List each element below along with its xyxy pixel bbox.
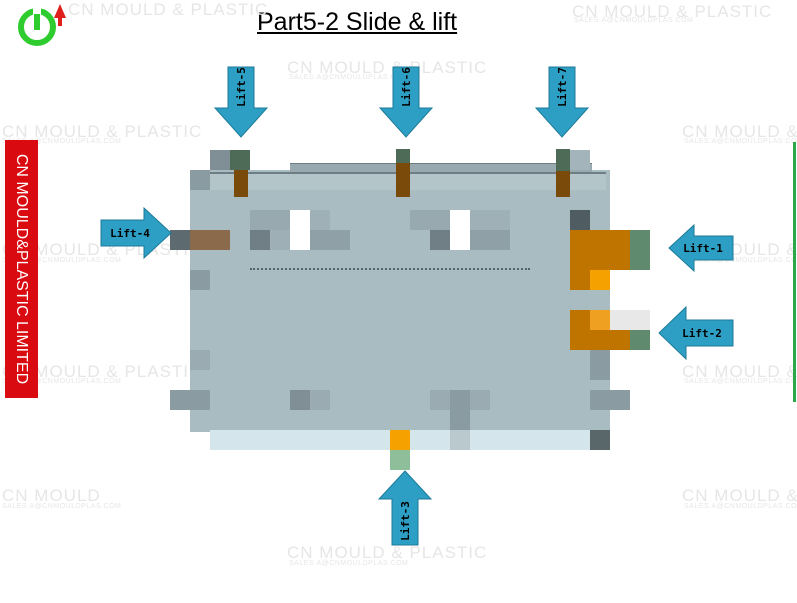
watermark-brand: CN MOULD & PLASTIC	[682, 362, 797, 381]
part-detail	[450, 210, 470, 230]
lifter-5-body	[234, 170, 248, 197]
lifter-2-accent	[590, 310, 610, 330]
watermark-brand: CN MOULD & PLASTIC	[287, 58, 488, 77]
company-sidebar-banner	[5, 140, 38, 398]
lifter-4-head	[170, 230, 190, 250]
watermark-brand: CN MOULD & PLASTIC	[68, 0, 269, 19]
lift-3-label: Lift-3	[399, 501, 412, 541]
part-detail	[310, 210, 330, 230]
watermark-brand: CN MOULD & PLASTIC	[682, 486, 797, 505]
lift-5-label: Lift-5	[235, 67, 248, 107]
lift-7-label: Lift-7	[556, 67, 569, 107]
part-edge-block	[190, 270, 210, 290]
lift-4-label: Lift-4	[110, 227, 150, 240]
lift-1-label: Lift-1	[683, 242, 723, 255]
lifter-4-body	[190, 230, 230, 250]
watermark-email: SALES.A@CNMOULDPLAS.COM	[289, 74, 409, 81]
lifter-1-leg	[570, 270, 590, 290]
part-bottom-detail	[450, 430, 470, 450]
watermark-brand: CN MOULD & PLASTIC	[682, 122, 797, 141]
part-top-rim	[290, 163, 592, 173]
lifter-2-body	[570, 330, 630, 350]
lift-6-arrow: Lift-6	[379, 66, 433, 138]
part-bottom-corner	[590, 430, 610, 450]
watermark-brand: CN MOULD & PLASTIC	[572, 2, 773, 21]
watermark-email: SALES.A@CNMOULDPLAS.COM	[2, 138, 122, 145]
watermark-brand: CN MOULD & PLASTIC	[2, 362, 203, 381]
lifter-6-head	[396, 149, 410, 163]
watermark-email: SALES.A@CNMOULDPLAS.COM	[2, 503, 122, 510]
watermark-brand: CN MOULD & PLASTIC	[2, 122, 203, 141]
watermark-email: SALES.A@CNMOULDPLAS.COM	[574, 17, 694, 24]
part-edge-block	[170, 390, 210, 410]
lift-4-arrow: Lift-4	[100, 207, 172, 259]
part-detail	[250, 210, 290, 230]
part-detail	[410, 210, 450, 230]
part-detail	[250, 230, 270, 250]
watermark-email: SALES.A@CNMOULDPLAS.COM	[684, 378, 797, 385]
lift-2-arrow: Lift-2	[658, 306, 734, 360]
lift-5-arrow: Lift-5	[214, 66, 268, 138]
watermark-email: SALES.A@CNMOULDPLAS.COM	[684, 257, 797, 264]
lifter-2-body-top	[570, 310, 590, 330]
lifter-7-edge	[570, 150, 590, 170]
lifter-2-head	[630, 330, 650, 350]
part-detail	[310, 390, 330, 410]
lifter-2-white	[610, 310, 650, 330]
part-parting-line	[250, 268, 530, 270]
lifter-5-head	[230, 150, 250, 170]
part-detail	[290, 390, 310, 410]
company-logo-icon	[18, 4, 66, 46]
part-edge-block	[590, 390, 630, 410]
lift-1-arrow: Lift-1	[668, 224, 734, 272]
lifter-1-body	[570, 230, 630, 270]
part-edge-block	[190, 350, 210, 370]
part-detail	[430, 390, 450, 410]
lift-3-arrow: Lift-3	[378, 470, 432, 546]
lifter-7-body	[556, 171, 570, 197]
watermark-brand: CN MOULD	[2, 486, 101, 505]
watermark-email: SALES.A@CNMOULDPLAS.COM	[2, 378, 122, 385]
watermark-email: SALES.A@CNMOULDPLAS.COM	[684, 503, 797, 510]
lifter-3-body	[390, 430, 410, 450]
part-detail	[270, 230, 290, 250]
lift-2-label: Lift-2	[682, 327, 722, 340]
lift-7-arrow: Lift-7	[535, 66, 589, 138]
page-title: Part5-2 Slide & lift	[257, 8, 458, 36]
watermark-email: SALES.A@CNMOULDPLAS.COM	[2, 257, 122, 264]
part-boss	[210, 150, 230, 170]
lifter-1-head	[630, 230, 650, 270]
part-detail	[290, 230, 310, 250]
part-detail	[310, 230, 350, 250]
lifter-3-head	[390, 450, 410, 470]
part-detail	[470, 210, 510, 230]
lift-6-label: Lift-6	[400, 67, 413, 107]
watermark-email: SALES.A@CNMOULDPLAS.COM	[289, 560, 409, 567]
part-edge-block	[190, 170, 210, 190]
part-detail	[450, 230, 470, 250]
part-detail	[430, 230, 450, 250]
lifter-1-edge	[570, 210, 590, 230]
lifter-6-body	[396, 163, 410, 197]
part-detail	[470, 390, 490, 410]
lifter-1-tip	[590, 270, 610, 290]
part-edge-block	[590, 350, 610, 380]
part-detail	[290, 210, 310, 230]
watermark-email: SALES.A@CNMOULDPLAS.COM	[684, 138, 797, 145]
lifter-7-head	[556, 149, 570, 171]
right-border-line	[793, 142, 796, 402]
part-detail	[470, 230, 510, 250]
watermark-brand: CN MOULD & PLASTIC	[287, 543, 488, 562]
